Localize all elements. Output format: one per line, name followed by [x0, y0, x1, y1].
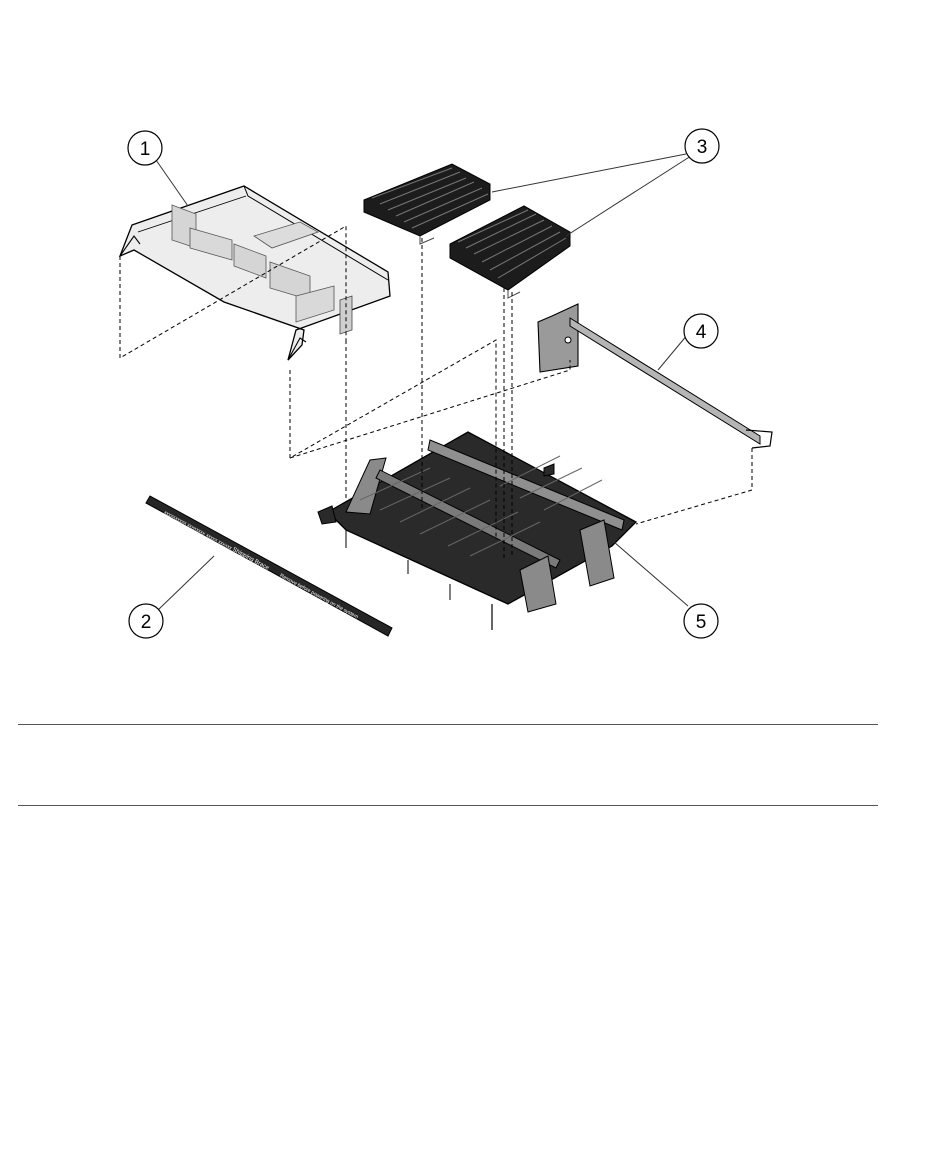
callout-4: 4 [684, 314, 718, 348]
callout-2-number: 2 [141, 612, 152, 633]
callout-3: 3 [685, 129, 719, 163]
memory-module-bank-upper [364, 164, 490, 244]
riser-retainer-arm [538, 304, 772, 448]
callout-1-number: 1 [140, 139, 151, 160]
divider-bottom [18, 805, 878, 806]
memory-riser-tray [318, 432, 636, 630]
callout-5-number: 5 [696, 612, 707, 633]
callout-5: 5 [684, 604, 718, 638]
callout-1: 1 [128, 131, 162, 165]
brace-label-left: xxxxxxxxxx xxxxxxxx xxxxx xxxxxx [163, 510, 234, 552]
callout-3-number: 3 [697, 137, 708, 158]
divider-top [18, 724, 878, 725]
brace-label-right: Remove before powering on the system [279, 573, 359, 621]
memory-module-bank-lower [450, 206, 570, 298]
callout-2: 2 [129, 604, 163, 638]
exploded-assembly-diagram: xxxxxxxxxx xxxxxxxx xxxxx xxxxxx Shippin… [0, 0, 950, 700]
callout-4-number: 4 [696, 322, 707, 343]
